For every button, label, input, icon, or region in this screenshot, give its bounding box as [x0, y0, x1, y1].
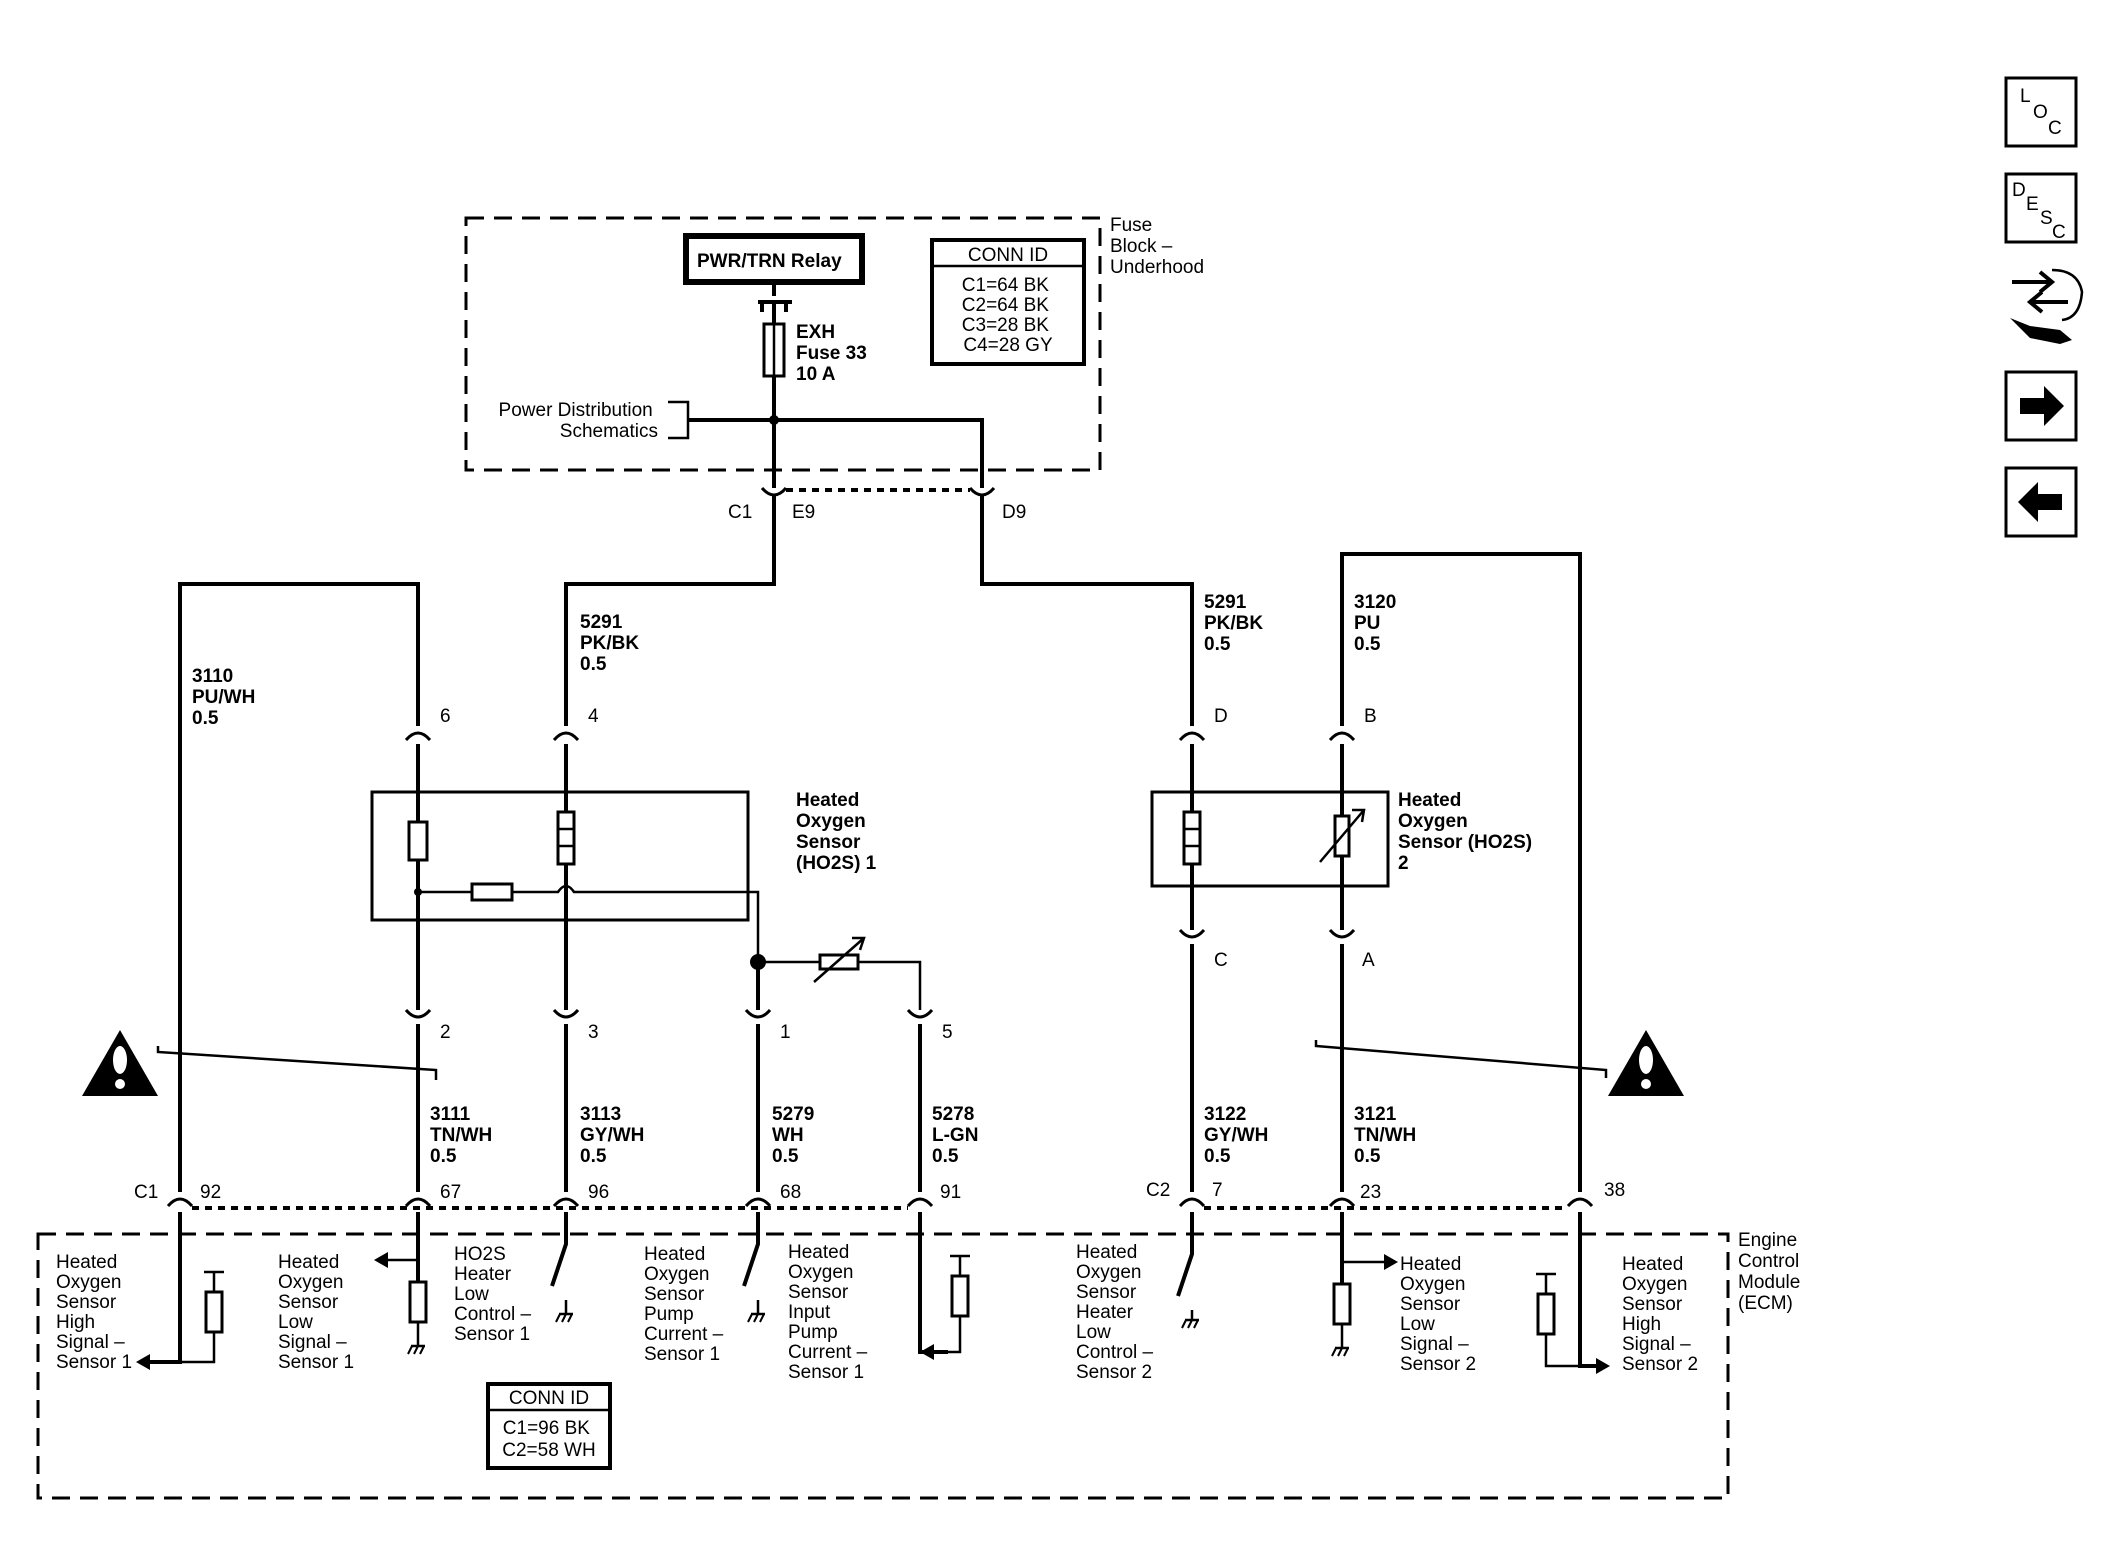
- ecm-pin-96: 96: [588, 1182, 609, 1203]
- wire-3121-label: 3121 TN/WH 0.5: [1354, 1104, 1422, 1167]
- loc-letter-l: L: [2020, 86, 2031, 107]
- arrow-left-icon: [2018, 482, 2062, 522]
- ho2s1-pin-3: 3: [588, 1022, 599, 1043]
- loc-button[interactable]: L O C: [2004, 76, 2078, 148]
- ecm-pin-67: 67: [440, 1182, 461, 1203]
- ho2s2-pin-d: D: [1214, 706, 1228, 727]
- relay-label: PWR/TRN Relay: [697, 251, 842, 272]
- ecm-circuit-htr1: HO2S Heater Low Control – Sensor 1: [454, 1244, 536, 1345]
- wire-5291b-label: 5291 PK/BK 0.5: [1204, 592, 1268, 655]
- fuse-pin-d9: D9: [1002, 502, 1026, 523]
- caution-icon-left: [82, 1030, 438, 1096]
- ecm-circuit-hs2: Heated Oxygen Sensor High Signal – Senso…: [1622, 1254, 1698, 1375]
- ecm-circuit-ls1: Heated Oxygen Sensor Low Signal – Sensor…: [278, 1252, 354, 1373]
- wire-5279-label: 5279 WH 0.5: [772, 1104, 820, 1167]
- lower-wiring: [416, 1024, 922, 1192]
- heated-oxygen-sensor-2: D B Heated Oxygen Sensor (HO2S) 2 C A: [1150, 706, 1537, 1192]
- ecm-label: Engine Control Module (ECM): [1738, 1230, 1806, 1314]
- desc-letter-c: C: [2052, 222, 2066, 243]
- ecm-circuit-ls2: Heated Oxygen Sensor Low Signal – Sensor…: [1400, 1254, 1476, 1375]
- ho2s2-pin-c: C: [1214, 950, 1228, 971]
- fuse-block-underhood: Fuse Block – Underhood PWR/TRN Relay EXH…: [464, 215, 1204, 523]
- desc-letter-d: D: [2012, 180, 2026, 201]
- wire-labels-lower: 3111 TN/WH 0.5 3113 GY/WH 0.5 5279 WH 0.…: [430, 1104, 1422, 1167]
- ecm-pin-23: 23: [1360, 1182, 1381, 1203]
- loc-letter-o: O: [2033, 102, 2048, 123]
- ecm-conn-id-list: C1=96 BK C2=58 WH: [502, 1418, 595, 1461]
- ho2s1-pin-4: 4: [588, 706, 599, 727]
- ho2s2-label: Heated Oxygen Sensor (HO2S) 2: [1398, 790, 1537, 874]
- ecm-pin-68: 68: [780, 1182, 801, 1203]
- desc-letter-e: E: [2026, 194, 2039, 215]
- ecm-pin-91: 91: [940, 1182, 961, 1203]
- power-distribution-label: Power Distribution Schematics: [499, 400, 658, 442]
- ho2s1-pin-6: 6: [440, 706, 451, 727]
- ecm-circuit-input1: Heated Oxygen Sensor Input Pump Current …: [788, 1242, 872, 1383]
- ecm-circuit-pump1: Heated Oxygen Sensor Pump Current – Sens…: [644, 1244, 728, 1365]
- ecm-conn-c1: C1: [134, 1182, 158, 1203]
- fuse-conn-id-title: CONN ID: [968, 245, 1048, 266]
- ecm-pin-38: 38: [1604, 1180, 1625, 1201]
- fuse-conn-c1: C1: [728, 502, 752, 523]
- ecm-conn-c2: C2: [1146, 1180, 1170, 1201]
- arrow-right-icon: [2020, 386, 2064, 426]
- wire-3113-label: 3113 GY/WH 0.5: [580, 1104, 650, 1167]
- loc-letter-c: C: [2048, 118, 2062, 139]
- ho2s1-pin-5: 5: [942, 1022, 953, 1043]
- fuse-conn-id-box: [930, 238, 1086, 366]
- wire-3120-label: 3120 PU 0.5: [1354, 592, 1402, 655]
- wrench-icon[interactable]: [2010, 268, 2084, 344]
- ecm-circuit-hs1: Heated Oxygen Sensor High Signal – Senso…: [56, 1252, 132, 1373]
- desc-letter-s: S: [2040, 208, 2053, 229]
- ho2s1-pin-2: 2: [440, 1022, 451, 1043]
- ho2s2-pin-b: B: [1364, 706, 1377, 727]
- forward-arrow-button[interactable]: [2004, 370, 2078, 442]
- ho2s1-label: Heated Oxygen Sensor (HO2S) 1: [796, 790, 877, 874]
- fuse-pin-e9: E9: [792, 502, 815, 523]
- ecm-pin-92: 92: [200, 1182, 221, 1203]
- ho2s2-pin-a: A: [1362, 950, 1375, 971]
- ecm-pin-7: 7: [1212, 1180, 1223, 1201]
- wire-5278-label: 5278 L-GN 0.5: [932, 1104, 984, 1167]
- wire-3111-label: 3111 TN/WH 0.5: [430, 1104, 498, 1167]
- wire-3122-label: 3122 GY/WH 0.5: [1204, 1104, 1274, 1167]
- ecm-conn-id-box: [486, 1382, 612, 1470]
- wire-labels-upper: 3110 PU/WH 0.5 5291 PK/BK 0.5 5291 PK/BK…: [192, 592, 1402, 729]
- engine-control-module: Engine Control Module (ECM) C1 C2 92 67 …: [36, 1180, 1806, 1500]
- wire-3110-label: 3110 PU/WH 0.5: [192, 666, 261, 729]
- fuse-block-label: Fuse Block – Underhood: [1110, 215, 1204, 278]
- heated-oxygen-sensor-1: 6 4 Heated Oxygen Sensor (HO2S) 1: [370, 706, 953, 1043]
- wire-5291a-label: 5291 PK/BK 0.5: [580, 612, 644, 675]
- upper-wiring: [178, 496, 1582, 1192]
- desc-button[interactable]: D E S C: [2004, 172, 2078, 244]
- caution-icon-right: [1314, 1030, 1684, 1096]
- fuse-conn-id-list: C1=64 BK C2=64 BK C3=28 BK C4=28 GY: [962, 275, 1054, 356]
- ecm-conn-id-title: CONN ID: [509, 1388, 589, 1409]
- ecm-circuit-htr2: Heated Oxygen Sensor Heater Low Control …: [1076, 1242, 1158, 1383]
- fuse-label: EXH Fuse 33 10 A: [796, 322, 872, 385]
- ho2s1-pin-1: 1: [780, 1022, 791, 1043]
- back-arrow-button[interactable]: [2004, 466, 2078, 538]
